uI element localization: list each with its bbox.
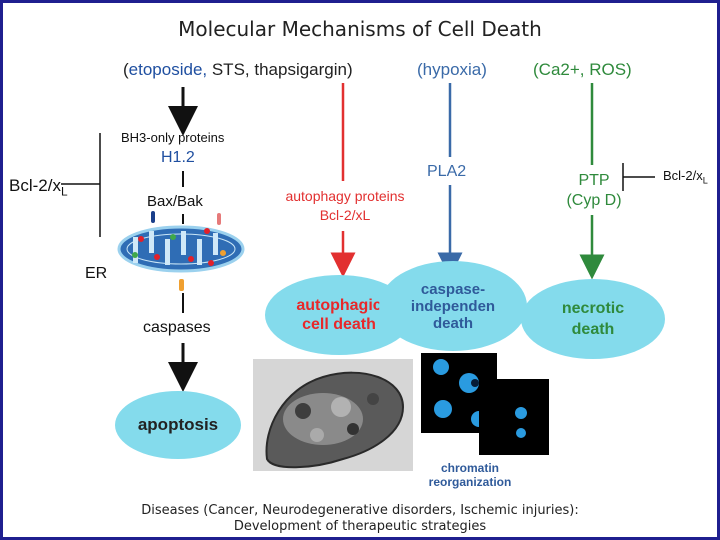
paren-open: ( [123,60,129,79]
trigger-rest: STS, thapsigargin) [207,60,353,79]
chromatin-caption: chromatin reorganization [415,461,525,489]
footer-line2: Development of therapeutic strategies [233,519,487,534]
slide-title: Molecular Mechanisms of Cell Death [178,17,542,41]
ca-ros-trigger: (Ca2+, ROS) [533,60,632,79]
bcl2-right-base: Bcl-2/x [663,168,703,183]
trigger-etoposide: etoposide, [128,60,208,79]
h12-label: H1.2 [161,149,195,166]
autophagy-proteins-line1: autophagy proteins [285,188,405,204]
bcl2-left-sub: L [60,184,68,199]
bcl2-right-sub: L [702,175,708,186]
apoptosis-triggers: (etoposide, STS, thapsigargin) [123,60,353,80]
casp-indep-line3: death [432,314,473,332]
bax-bak-label: Bax/Bak [147,193,203,210]
pathway-arrows [61,83,655,392]
casp-indep-line2: independen [410,297,496,315]
apoptosis-label: apoptosis [137,415,219,434]
necrotic-line1: necrotic [561,300,625,317]
bh3-only-proteins: BH3-only proteins [121,130,225,145]
diseases-footer: Diseases (Cancer, Neurodegenerative diso… [3,503,717,535]
pla2-label: PLA2 [427,163,467,180]
autophagic-line1: autophagic [296,297,382,314]
autophagy-proteins-line2: Bcl-2/xL [319,207,371,223]
caspases-label: caspases [143,319,211,336]
chromatin-line2: reorganization [428,475,512,489]
mitochondrion-icon [117,211,245,291]
autophagic-line2: cell death [302,316,376,333]
footer-line1: Diseases (Cancer, Neurodegenerative diso… [141,503,579,518]
ptp-line2: (Cyp D) [566,192,622,209]
necrotic-death-ellipse: necrotic death [521,279,665,359]
er-label: ER [85,265,108,282]
bcl2-right-label: Bcl-2/xL [663,168,708,186]
apoptosis-ellipse: apoptosis [115,391,241,459]
bcl2-left-base: Bcl-2/x [9,176,61,195]
casp-indep-line1: caspase- [420,280,486,298]
bcl2-left-label: Bcl-2/xL [9,176,68,198]
chromatin-line1: chromatin [440,461,499,475]
hypoxia-trigger: (hypoxia) [417,60,487,79]
ptp-line1: PTP [578,172,610,189]
autophagy-proteins-label: autophagy proteins Bcl-2/xL [265,187,425,225]
electron-micrograph-image [253,359,413,471]
necrotic-line2: death [571,321,615,338]
ptp-label: PTP (Cyp D) [559,171,629,211]
fluorescence-image-2 [479,379,549,455]
